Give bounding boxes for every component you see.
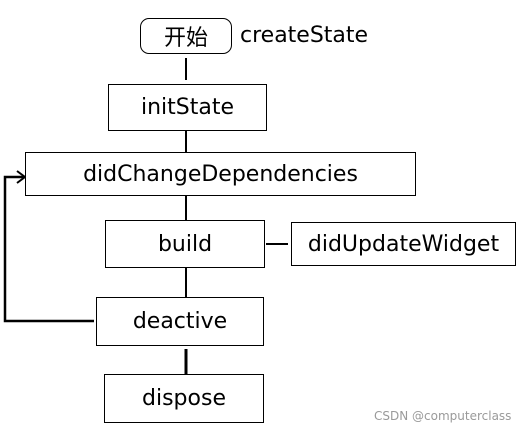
dispose-node: dispose: [104, 374, 264, 423]
dispose-label: dispose: [142, 386, 226, 411]
start-node: 开始: [140, 18, 232, 54]
did-update-widget-node: didUpdateWidget: [291, 222, 516, 266]
did-update-widget-label: didUpdateWidget: [307, 231, 500, 257]
init-state-label: initState: [140, 95, 235, 120]
did-change-dependencies-node: didChangeDependencies: [25, 152, 416, 196]
create-state-label: createState: [240, 23, 369, 48]
deactive-node: deactive: [96, 297, 264, 346]
deactive-label: deactive: [132, 309, 228, 334]
init-state-node: initState: [108, 84, 267, 131]
build-label: build: [157, 231, 213, 257]
build-node: build: [105, 220, 265, 268]
start-label: 开始: [163, 26, 208, 51]
edge-loop-deactive-didchange: [3, 175, 94, 323]
csdn-watermark: CSDN @computerclass: [374, 409, 512, 423]
did-change-dependencies-label: didChangeDependencies: [83, 161, 358, 187]
